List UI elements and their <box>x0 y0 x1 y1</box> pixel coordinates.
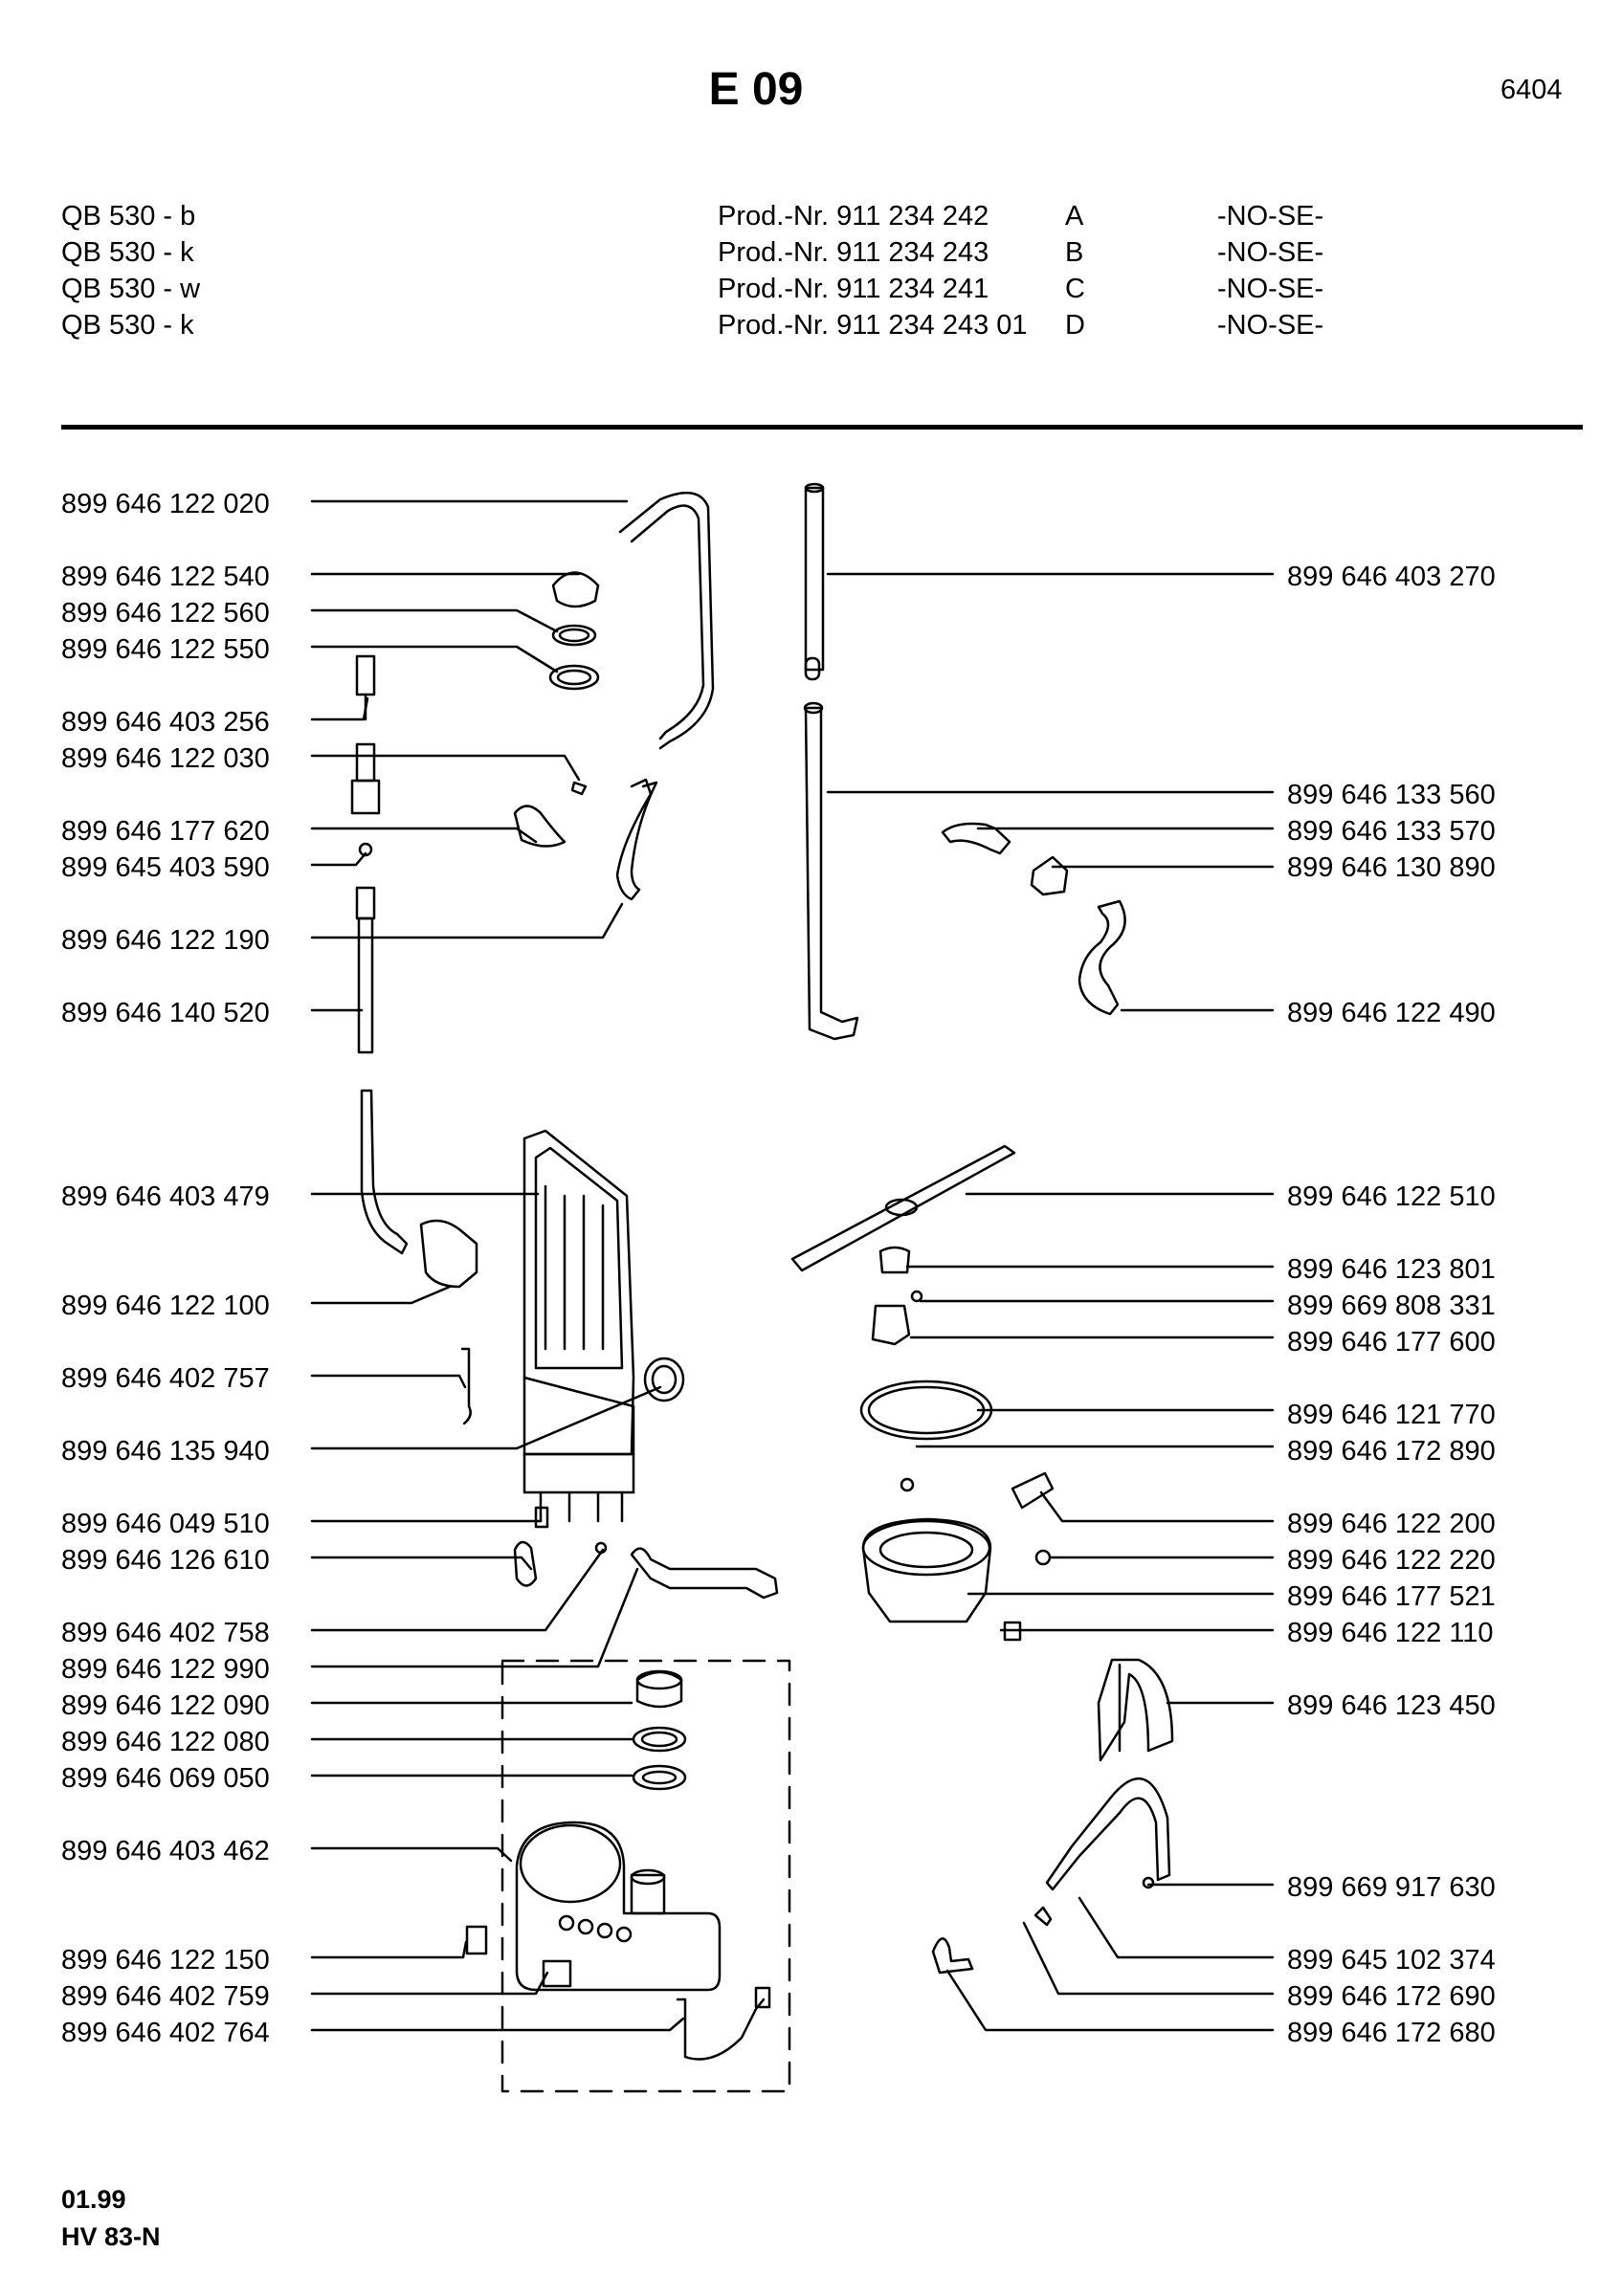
part-number-label: 899 646 403 256 <box>61 707 270 738</box>
part-number-label: 899 646 122 550 <box>61 634 270 665</box>
part-number-label: 899 645 102 374 <box>1287 1945 1496 1976</box>
page-number: 6404 <box>1500 75 1563 105</box>
part-number-label: 899 646 122 510 <box>1287 1181 1496 1212</box>
part-number-label: 899 646 402 758 <box>61 1618 270 1648</box>
part-number-label: 899 646 122 560 <box>61 598 270 629</box>
part-number-label: 899 669 917 630 <box>1287 1872 1496 1903</box>
model-row: QB 530 - b Prod.-Nr. 911 234 242 A -NO-S… <box>0 199 1622 233</box>
model-row: QB 530 - w Prod.-Nr. 911 234 241 C -NO-S… <box>0 272 1622 306</box>
part-number-label: 899 646 122 200 <box>1287 1509 1496 1539</box>
part-number-label: 899 646 122 490 <box>1287 998 1496 1028</box>
part-number-label: 899 645 403 590 <box>61 852 270 883</box>
part-number-label: 899 646 172 680 <box>1287 2018 1496 2048</box>
product-number: Prod.-Nr. 911 234 243 01 <box>718 310 1028 341</box>
part-number-label: 899 646 049 510 <box>61 1509 270 1539</box>
part-number-label: 899 646 177 521 <box>1287 1581 1496 1612</box>
region-code: -NO-SE- <box>1217 310 1324 341</box>
part-number-label: 899 646 069 050 <box>61 1763 270 1794</box>
product-number: Prod.-Nr. 911 234 242 <box>718 201 989 232</box>
part-number-label: 899 646 135 940 <box>61 1436 270 1467</box>
product-number: Prod.-Nr. 911 234 243 <box>718 237 989 268</box>
variant-code: B <box>1065 237 1084 268</box>
part-number-label: 899 646 403 462 <box>61 1836 270 1866</box>
region-code: -NO-SE- <box>1217 237 1324 268</box>
region-code: -NO-SE- <box>1217 274 1324 304</box>
part-number-label: 899 646 122 990 <box>61 1654 270 1685</box>
part-number-label: 899 646 133 560 <box>1287 780 1496 810</box>
model-row: QB 530 - k Prod.-Nr. 911 234 243 01 D -N… <box>0 308 1622 342</box>
part-number-label: 899 646 123 450 <box>1287 1690 1496 1721</box>
model-row: QB 530 - k Prod.-Nr. 911 234 243 B -NO-S… <box>0 235 1622 270</box>
part-number-label: 899 646 122 110 <box>1287 1618 1494 1648</box>
part-number-label: 899 646 121 770 <box>1287 1400 1496 1430</box>
part-number-label: 899 646 122 220 <box>1287 1545 1496 1576</box>
part-number-label: 899 646 130 890 <box>1287 852 1496 883</box>
part-number-label: 899 646 403 479 <box>61 1181 270 1212</box>
part-number-label: 899 646 122 150 <box>61 1945 270 1976</box>
header-rule <box>61 425 1583 430</box>
part-number-label: 899 669 808 331 <box>1287 1291 1496 1321</box>
part-number-label: 899 646 122 020 <box>61 489 270 519</box>
part-number-label: 899 646 133 570 <box>1287 816 1496 847</box>
variant-code: D <box>1065 310 1085 341</box>
page-title: E 09 <box>708 64 804 115</box>
footer-date: 01.99 <box>61 2185 126 2214</box>
part-drawings <box>350 482 1174 2093</box>
part-number-label: 899 646 140 520 <box>61 998 270 1028</box>
part-number-label: 899 646 402 759 <box>61 1981 270 2012</box>
model-name: QB 530 - b <box>61 201 196 232</box>
part-number-label: 899 646 177 600 <box>1287 1327 1496 1358</box>
model-name: QB 530 - k <box>61 310 194 341</box>
part-number-label: 899 646 122 030 <box>61 743 270 774</box>
part-number-label: 899 646 122 090 <box>61 1690 270 1721</box>
part-number-label: 899 646 122 100 <box>61 1291 270 1321</box>
footer-code: HV 83-N <box>61 2222 161 2251</box>
variant-code: A <box>1065 201 1084 232</box>
region-code: -NO-SE- <box>1217 201 1324 232</box>
product-number: Prod.-Nr. 911 234 241 <box>718 274 989 304</box>
part-number-label: 899 646 126 610 <box>61 1545 270 1576</box>
variant-code: C <box>1065 274 1085 304</box>
part-number-label: 899 646 402 757 <box>61 1363 270 1394</box>
part-number-label: 899 646 122 540 <box>61 562 270 592</box>
part-number-label: 899 646 172 690 <box>1287 1981 1496 2012</box>
part-number-label: 899 646 123 801 <box>1287 1254 1496 1285</box>
leader-lines <box>310 499 1275 2032</box>
part-number-label: 899 646 177 620 <box>61 816 270 847</box>
model-name: QB 530 - w <box>61 274 201 304</box>
part-number-label: 899 646 402 764 <box>61 2018 270 2048</box>
part-number-label: 899 646 122 190 <box>61 925 270 956</box>
part-number-label: 899 646 403 270 <box>1287 562 1496 592</box>
part-number-label: 899 646 122 080 <box>61 1727 270 1757</box>
model-name: QB 530 - k <box>61 237 194 268</box>
part-number-label: 899 646 172 890 <box>1287 1436 1496 1467</box>
